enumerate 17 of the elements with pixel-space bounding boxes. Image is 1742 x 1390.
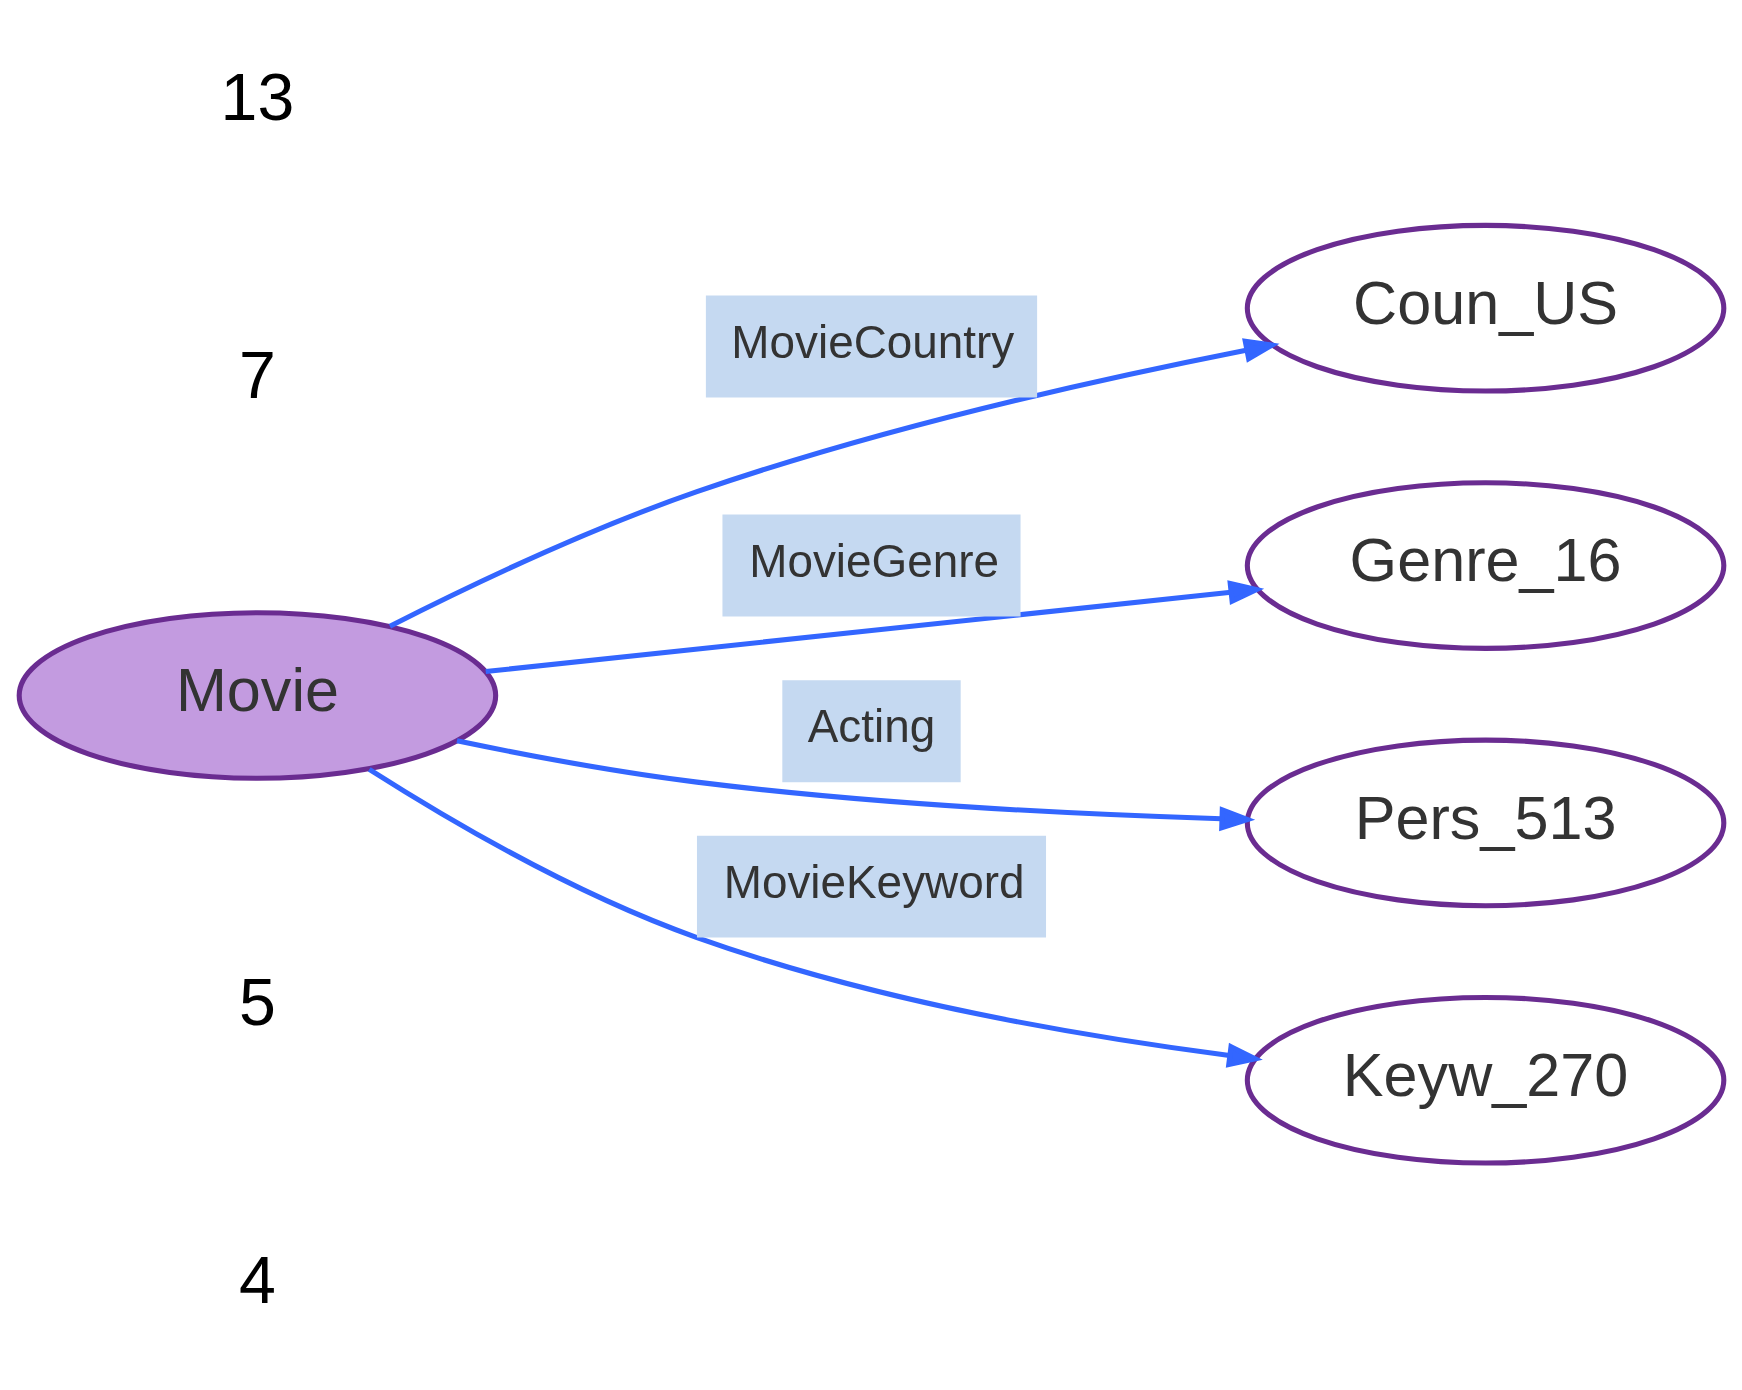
label: 5 [238,964,276,1039]
node-ellipse: Pers_513 [1244,737,1726,908]
arrow [484,579,1264,674]
label: 4 [238,1242,276,1317]
arrow [388,337,1280,628]
node-ellipse: Genre_16 [1244,479,1726,651]
node-ellipse: Coun_US [1244,222,1726,394]
arrow [367,766,1263,1068]
node-ellipse: Keyw_270 [1244,994,1726,1166]
node-ellipse: Movie [16,609,498,781]
arrow [455,737,1255,831]
edge-label: Acting [807,699,935,752]
label: 7 [238,337,276,412]
edge-label: MovieCountry [730,315,1014,368]
edge-label: MovieGenre [748,534,999,587]
label: 13 [220,59,294,134]
edge-label: MovieKeyword [723,855,1024,908]
